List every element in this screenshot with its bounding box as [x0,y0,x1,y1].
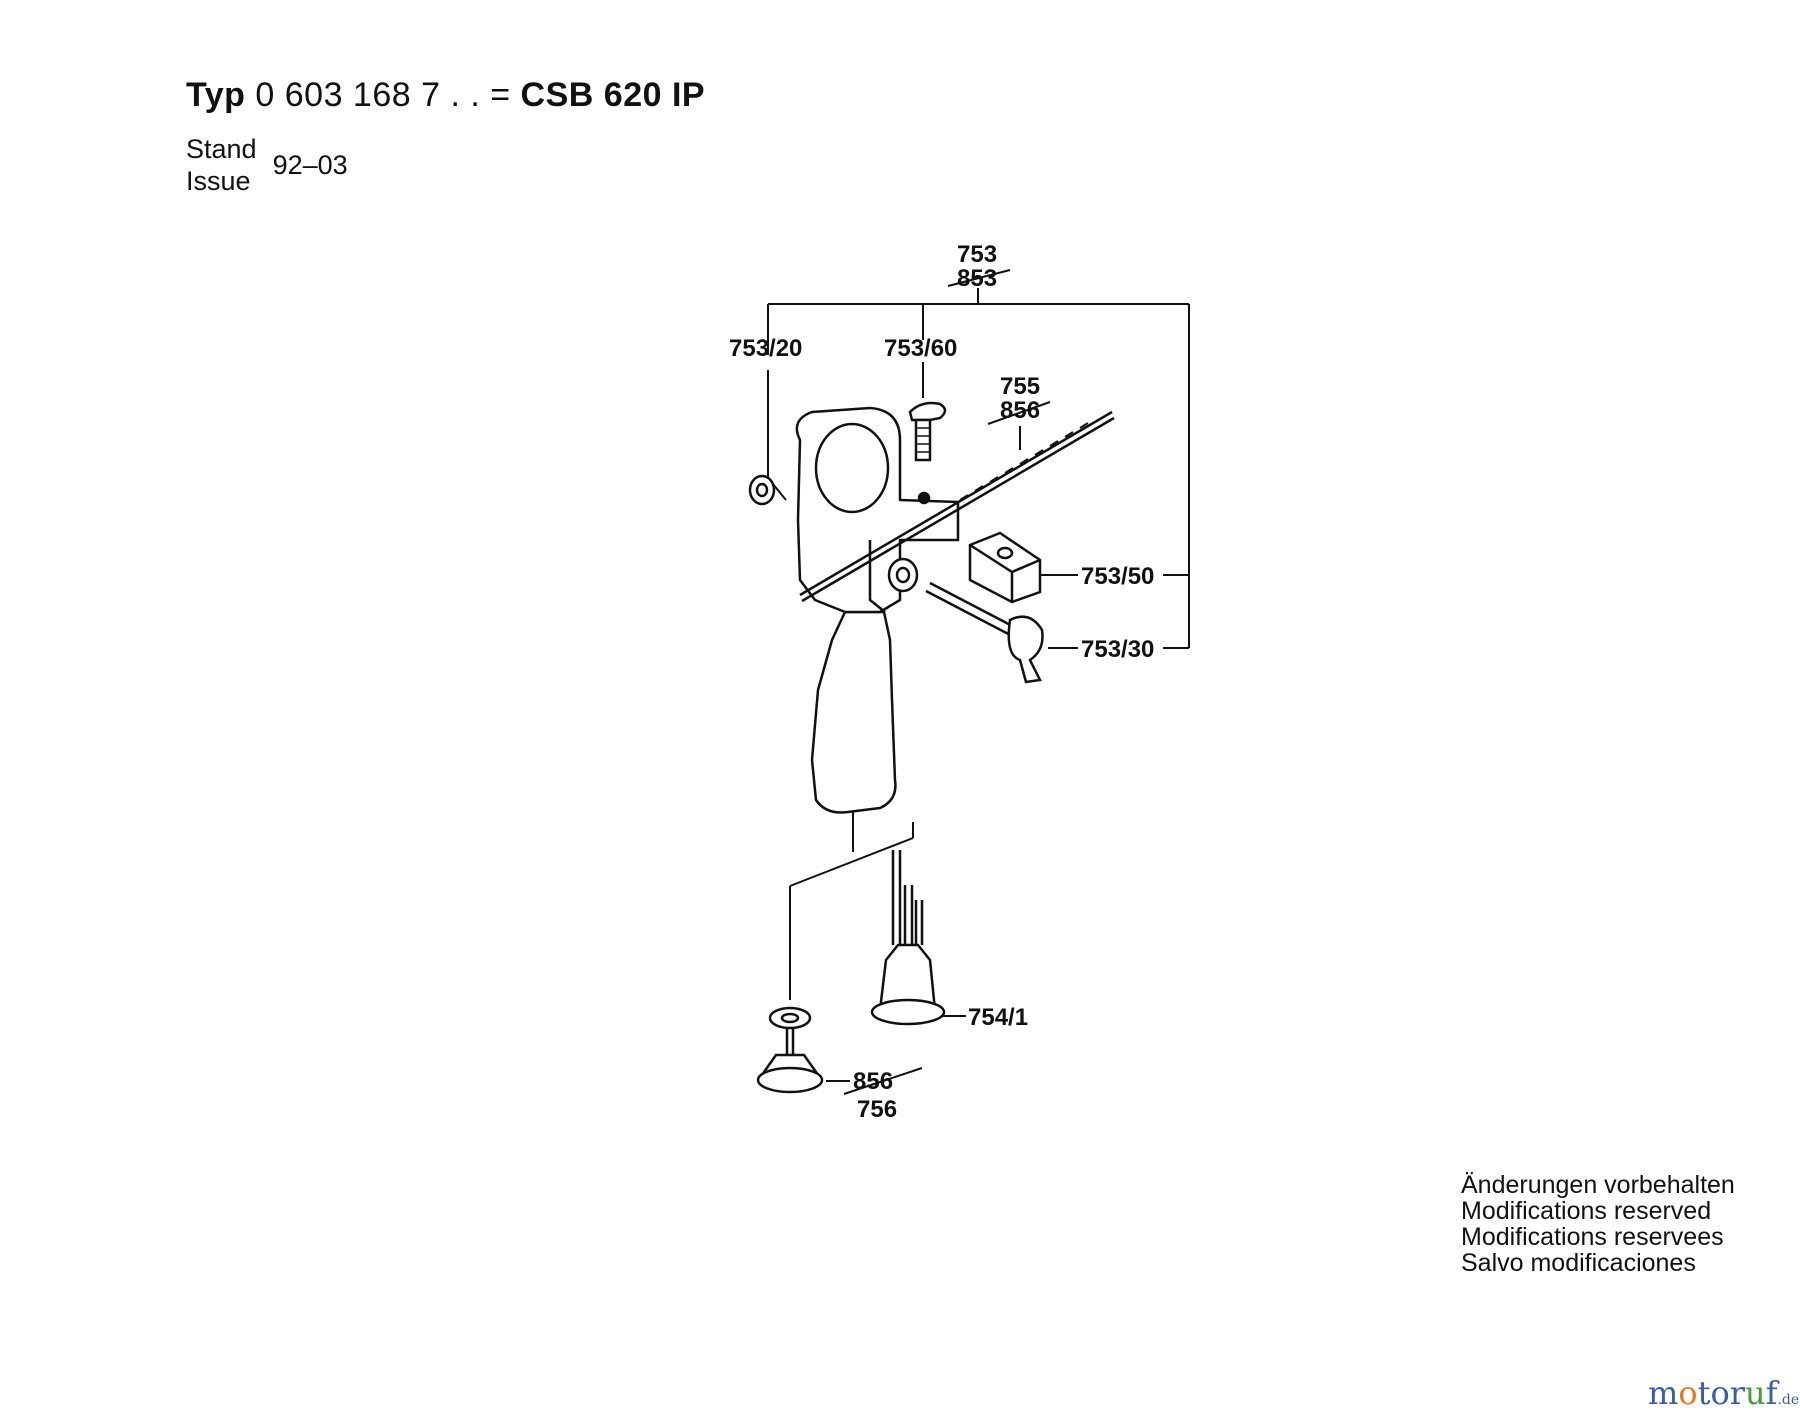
part-number: 0 603 168 7 . . = [255,76,511,114]
note-line-es: Salvo modificaciones [1461,1249,1696,1277]
handle-ring-opening [814,422,890,514]
strike-856-b [843,1067,923,1095]
handle-grip [810,610,897,814]
label-756: 756 [857,1096,897,1123]
strike-853 [947,269,1011,287]
typ-label: Typ [186,76,246,114]
issue-label-de: Stand [186,134,257,164]
issue-value: 92–03 [272,149,348,180]
block-753-50 [968,531,1042,604]
document-title: Typ 0 603 168 7 . . = CSB 620 IP [186,76,705,115]
label-753: 753 [957,241,997,268]
modifications-note: Änderungen vorbehalten Modifications res… [1461,1172,1735,1276]
strike-856-a [987,401,1051,425]
wing-screw-753-60 [908,401,947,505]
label-856-struck-b: 856 [853,1068,893,1095]
issue-block: Stand Issue 92–03 [186,133,348,197]
motoruf-watermark: motoruf.de [1648,1374,1800,1412]
label-856-struck-a: 856 [1000,397,1040,424]
nut-753-20 [748,474,776,506]
note-line-de: Änderungen vorbehalten [1461,1171,1735,1199]
label-753-30: 753/30 [1081,636,1154,663]
label-754-1: 754/1 [968,1004,1028,1031]
issue-label-en: Issue [186,166,251,196]
depth-rod [799,410,1113,597]
note-line-en: Modifications reserved [1461,1197,1712,1225]
label-753-50: 753/50 [1081,563,1154,590]
model-name: CSB 620 IP [520,76,706,114]
label-753-60: 753/60 [884,335,957,362]
clamp-bolt-753-30 [887,557,1044,684]
lower-bracket-line [789,837,914,887]
label-753-20: 753/20 [729,335,802,362]
drill-bit-set-754-1 [870,850,946,1026]
bit-holder-756 [756,1006,824,1094]
label-755: 755 [1000,373,1040,400]
note-line-fr: Modifications reservees [1461,1223,1724,1251]
